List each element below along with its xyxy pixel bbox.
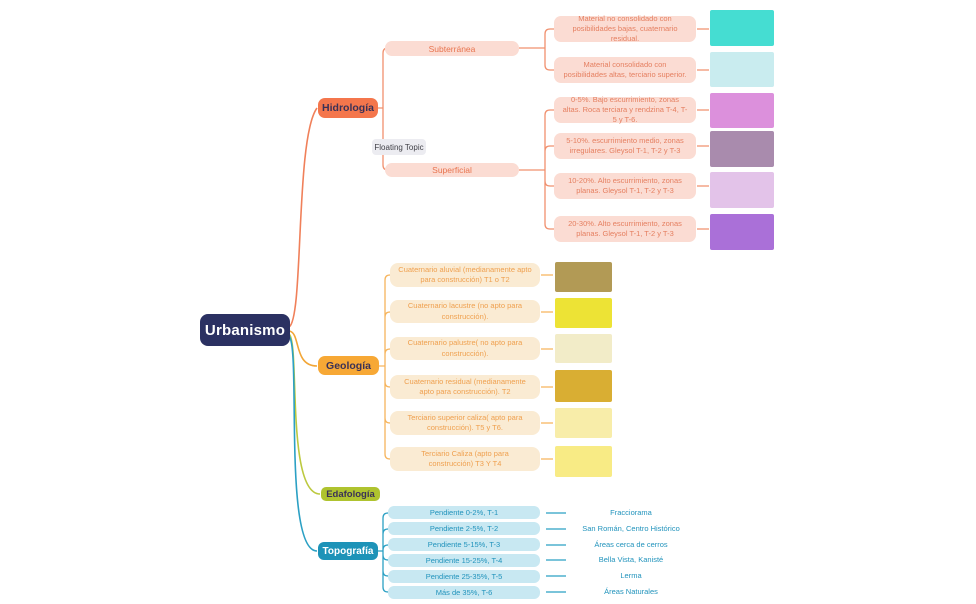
dashes-topografia-notes [546, 512, 566, 593]
topografia-note[interactable]: Fracciorama [610, 508, 652, 517]
color-swatch[interactable] [555, 370, 612, 402]
color-swatch[interactable] [555, 446, 612, 477]
color-swatch[interactable] [710, 214, 774, 250]
hidrologia-item[interactable]: 0-5%. Bajo escurrimiento, zonas altas. R… [554, 95, 696, 124]
hidrologia-item[interactable]: Material no consolidado con posibilidade… [554, 14, 696, 43]
topografia-note[interactable]: Áreas cerca de cerros [594, 540, 668, 549]
central-topic-urbanismo[interactable]: Urbanismo [200, 314, 290, 346]
color-swatch[interactable] [710, 131, 774, 167]
topografia-item[interactable]: Pendiente 2-5%, T-2 [388, 522, 540, 535]
branch-topografia[interactable]: Topografía [318, 542, 378, 560]
bracket-superficial [519, 109, 556, 230]
topografia-note[interactable]: San Román, Centro Histórico [582, 524, 680, 533]
geologia-item[interactable]: Cuaternario aluvial (medianamente apto p… [390, 263, 540, 287]
geologia-item[interactable]: Cuaternario residual (medianamente apto … [390, 375, 540, 399]
topografia-note[interactable]: Bella Vista, Kanisté [598, 555, 664, 564]
topografia-item[interactable]: Pendiente 25-35%, T-5 [388, 570, 540, 583]
branch-geologia[interactable]: Geología [318, 356, 379, 375]
edge-root-geologia [288, 330, 318, 367]
color-swatch[interactable] [710, 93, 774, 128]
color-swatch[interactable] [710, 52, 774, 87]
bracket-subterranea [519, 28, 556, 71]
branch-hidrologia[interactable]: Hidrología [318, 98, 378, 118]
geologia-item[interactable]: Cuaternario palustre( no apto para const… [390, 337, 540, 360]
color-swatch[interactable] [710, 172, 774, 208]
dashes-geologia-swatches [541, 274, 553, 460]
color-swatch[interactable] [555, 334, 612, 363]
floating-topic[interactable]: Floating Topic [372, 139, 426, 155]
topografia-note[interactable]: Áreas Naturales [604, 587, 658, 596]
topografia-item[interactable]: Más de 35%, T-6 [388, 586, 540, 599]
geologia-item[interactable]: Terciario Caliza (apto para construcción… [390, 447, 540, 471]
branch-edafologia[interactable]: Edafología [321, 487, 380, 501]
geologia-item[interactable]: Cuaternario lacustre (no apto para const… [390, 300, 540, 323]
dashes-hidrologia-swatches [697, 28, 709, 230]
hidrologia-item[interactable]: 5-10%. escurrimiento medio, zonas irregu… [554, 133, 696, 159]
subtopic-superficial[interactable]: Superficial [385, 163, 519, 177]
topografia-item[interactable]: Pendiente 15-25%, T-4 [388, 554, 540, 567]
color-swatch[interactable] [555, 262, 612, 292]
bracket-topografia [377, 512, 389, 593]
topografia-item[interactable]: Pendiente 0-2%, T-1 [388, 506, 540, 519]
color-swatch[interactable] [710, 10, 774, 46]
edge-root-hidrologia [288, 107, 318, 328]
topografia-item[interactable]: Pendiente 5-15%, T-3 [388, 538, 540, 551]
color-swatch[interactable] [555, 408, 612, 438]
subtopic-subterranea[interactable]: Subterránea [385, 41, 519, 56]
topografia-note[interactable]: Lerma [620, 571, 642, 580]
bracket-geologia [378, 274, 391, 460]
geologia-item[interactable]: Terciario superior caliza( apto para con… [390, 411, 540, 435]
hidrologia-item[interactable]: Material consolidado con posibilidades a… [554, 57, 696, 83]
hidrologia-item[interactable]: 20-30%. Alto escurrimiento, zonas planas… [554, 216, 696, 242]
edge-root-topografia [288, 335, 318, 552]
hidrologia-item[interactable]: 10-20%. Alto escurrimiento, zonas planas… [554, 173, 696, 199]
color-swatch[interactable] [555, 298, 612, 328]
